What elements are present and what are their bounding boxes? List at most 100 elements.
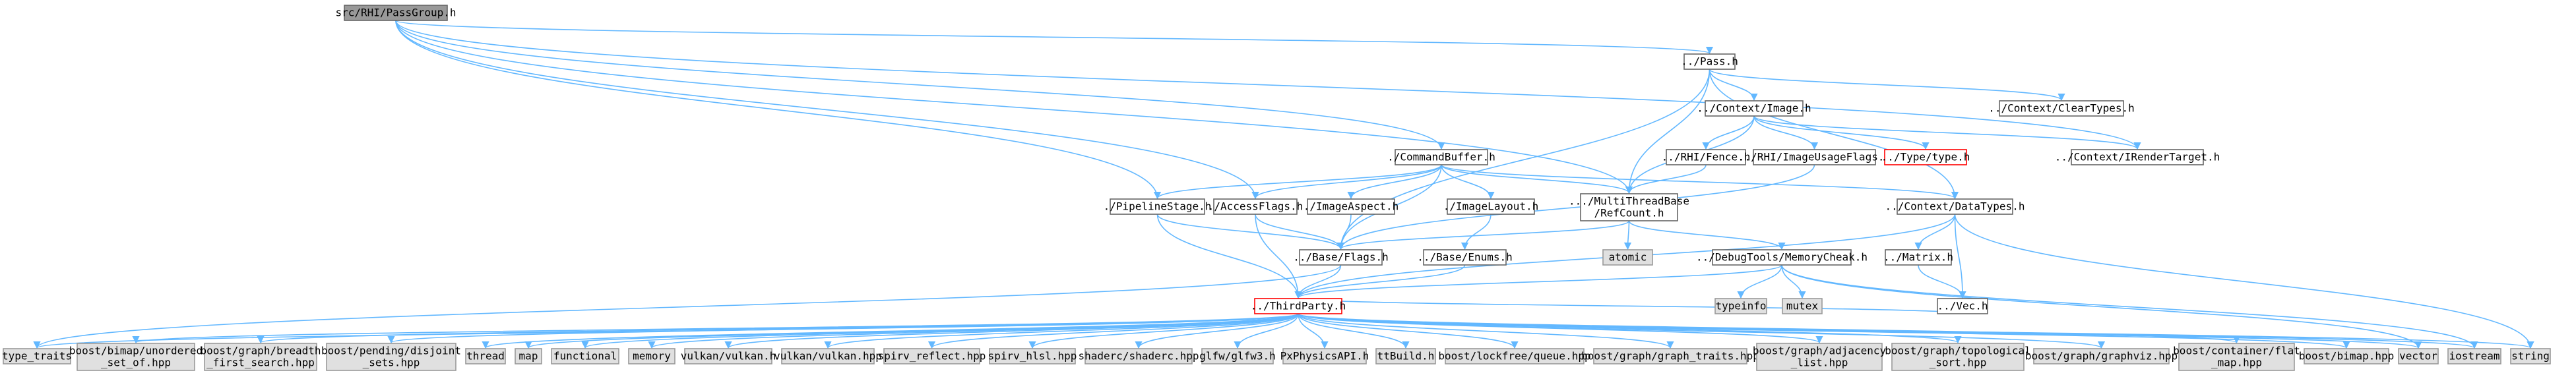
- node-box: [1084, 348, 1193, 364]
- node-layer: src/RHI/PassGroup.h ../Pass.h ../Context/C…: [2, 5, 2551, 371]
- edge-accessFlags-to-thirdParty: [1255, 214, 1302, 299]
- node-label: ../Base/Flags.h: [1293, 251, 1389, 264]
- edge-memoryCheck-to-typeinfo: [1737, 264, 1782, 299]
- node-label: spirv_hlsl.hpp: [988, 350, 1077, 362]
- node-disjointSets: boost/pending/disjoint_sets.hpp: [321, 343, 461, 371]
- node-box: [1299, 249, 1383, 266]
- node-memory: memory: [628, 348, 675, 364]
- node-label: iostream: [2449, 350, 2499, 362]
- node-box: [1999, 100, 2124, 117]
- node-memoryCheck[interactable]: ../DebugTools/MemoryCheak.h: [1696, 249, 1868, 266]
- node-lockfree: boost/lockfree/queue.hpp: [1438, 348, 1591, 364]
- edge-thirdParty-to-spirvHlsl: [1028, 313, 1299, 349]
- node-label: boost/graph/adjacency: [1753, 345, 1887, 357]
- node-label: mutex: [1786, 300, 1819, 312]
- node-atomic: atomic: [1602, 249, 1653, 266]
- node-refCount[interactable]: .../MultiThreadBase/RefCount.h: [1569, 193, 1689, 221]
- node-flags[interactable]: ../Base/Flags.h: [1293, 249, 1389, 266]
- edge-thirdParty-to-spirvReflect: [928, 313, 1299, 349]
- edge-image-to-typeh: [1753, 115, 1930, 150]
- edge-memoryCheck-to-thirdParty: [1294, 264, 1782, 299]
- node-commandBuffer[interactable]: ./CommandBuffer.h: [1387, 149, 1495, 165]
- node-box: [2510, 348, 2551, 364]
- node-box: [1282, 348, 1367, 364]
- node-label: ../Vec.h: [1937, 300, 1988, 312]
- node-box: [2178, 343, 2295, 371]
- node-box: [1445, 348, 1585, 364]
- node-typeh[interactable]: ../Type/type.h: [1881, 149, 1970, 165]
- node-fence[interactable]: ../RHI/Fence.h: [1662, 149, 1751, 165]
- node-label: /RefCount.h: [1594, 207, 1664, 219]
- node-label: ./PipelineStage.h: [1104, 200, 1212, 213]
- node-typeinfo: typeinfo: [1714, 298, 1767, 314]
- edge-commandBuffer-to-dataTypes: [1441, 164, 1959, 200]
- node-label: boost/graph/topological: [1885, 345, 2031, 357]
- node-label: ../Matrix.h: [1883, 251, 1953, 264]
- node-label: boost/graph/graphviz.hpp: [2025, 350, 2178, 362]
- node-matrix[interactable]: ../Matrix.h: [1883, 249, 1953, 266]
- node-label: boost/bimap/unordered: [69, 345, 203, 357]
- node-image[interactable]: ../Context/Image.h: [1697, 100, 1811, 117]
- edge-pass-to-clearTypes: [1709, 69, 2065, 102]
- node-label: ../RHI/ImageUsageFlags.h: [1738, 151, 1891, 163]
- node-imageAspect[interactable]: ./ImageAspect.h: [1304, 198, 1399, 215]
- node-thirdParty[interactable]: ../ThirdParty.h: [1251, 298, 1346, 314]
- edge-commandBuffer-to-refCount: [1441, 164, 1633, 194]
- node-label: map: [519, 350, 538, 362]
- edge-thirdParty-to-string: [1298, 313, 2534, 349]
- node-label: ../Context/DataTypes.h: [1885, 200, 2025, 213]
- node-glfw: glfw/glfw3.h: [1199, 348, 1276, 364]
- edge-image-to-imageUsage: [1753, 115, 1819, 150]
- node-box: [2033, 348, 2170, 364]
- node-label: PxPhysicsAPI.h: [1280, 350, 1369, 362]
- node-root[interactable]: src/RHI/PassGroup.h: [335, 5, 456, 21]
- node-label: _sets.hpp: [363, 357, 420, 369]
- edge-pass-to-refCount: [1625, 69, 1711, 194]
- node-dataTypes[interactable]: ../Context/DataTypes.h: [1885, 198, 2025, 215]
- edge-memoryCheck-to-iostream: [1781, 264, 2478, 349]
- node-box: [1307, 198, 1395, 215]
- node-renderTarget[interactable]: ../Context/IRenderTarget.h: [2055, 149, 2220, 165]
- node-label: vulkan/vulkan.h: [681, 350, 776, 362]
- node-ttbuild: ttBuild.h: [1375, 348, 1436, 364]
- node-label: ../Pass.h: [1681, 55, 1738, 68]
- edge-thirdParty-to-shaderc: [1135, 313, 1299, 349]
- node-label: typeinfo: [1715, 300, 1766, 312]
- edge-memoryCheck-to-vector: [1781, 264, 2422, 349]
- edge-memoryCheck-to-mutex: [1781, 264, 1806, 299]
- node-unorderedSet: boost/bimap/unordered_set_of.hpp: [69, 343, 203, 371]
- node-label: glfw/glfw3.h: [1199, 350, 1276, 362]
- edge-thirdParty-to-lockfree: [1298, 313, 1519, 349]
- edge-pipelineStage-to-flags: [1156, 214, 1344, 250]
- edge-root-to-commandBuffer: [395, 20, 1445, 150]
- node-vec[interactable]: ../Vec.h: [1937, 298, 1988, 314]
- edge-dataTypes-to-vec: [1954, 214, 1966, 299]
- node-label: vulkan/vulkan.hpp: [774, 350, 882, 362]
- edge-imageUsage-to-flags: [1337, 164, 1815, 250]
- node-pipelineStage[interactable]: ./PipelineStage.h: [1104, 198, 1212, 215]
- node-label: ../Base/Enums.h: [1417, 251, 1513, 264]
- node-accessFlags[interactable]: ./AccessFlags.h: [1208, 198, 1304, 215]
- node-enums[interactable]: ../Base/Enums.h: [1417, 249, 1513, 266]
- edge-refCount-to-flags: [1337, 220, 1630, 250]
- node-imageLayout[interactable]: ./ImageLayout.h: [1443, 198, 1539, 215]
- node-label: memory: [633, 350, 671, 362]
- node-label: ./AccessFlags.h: [1208, 200, 1304, 213]
- node-label: _map.hpp: [2211, 357, 2262, 369]
- edge-thirdParty-to-physx: [1298, 313, 1329, 349]
- node-label: boost/graph/breadth: [200, 345, 321, 357]
- node-pass[interactable]: ../Pass.h: [1681, 53, 1738, 70]
- node-imageUsage[interactable]: ../RHI/ImageUsageFlags.h: [1738, 149, 1891, 165]
- node-box: [1683, 53, 1736, 70]
- node-box: [989, 348, 1076, 364]
- node-label: atomic: [1609, 251, 1647, 264]
- node-clearTypes[interactable]: ../Context/ClearTypes.h: [1988, 100, 2135, 117]
- edge-imageAspect-to-flags: [1336, 214, 1352, 250]
- node-box: [1714, 298, 1767, 314]
- node-adjacency: boost/graph/adjacency_list.hpp: [1753, 343, 1887, 371]
- node-box: [1897, 198, 2013, 215]
- node-box: [1254, 298, 1342, 314]
- edge-refCount-to-memoryCheck: [1628, 220, 1786, 250]
- node-label: ../DebugTools/MemoryCheak.h: [1696, 251, 1868, 264]
- edge-accessFlags-to-flags: [1255, 214, 1345, 250]
